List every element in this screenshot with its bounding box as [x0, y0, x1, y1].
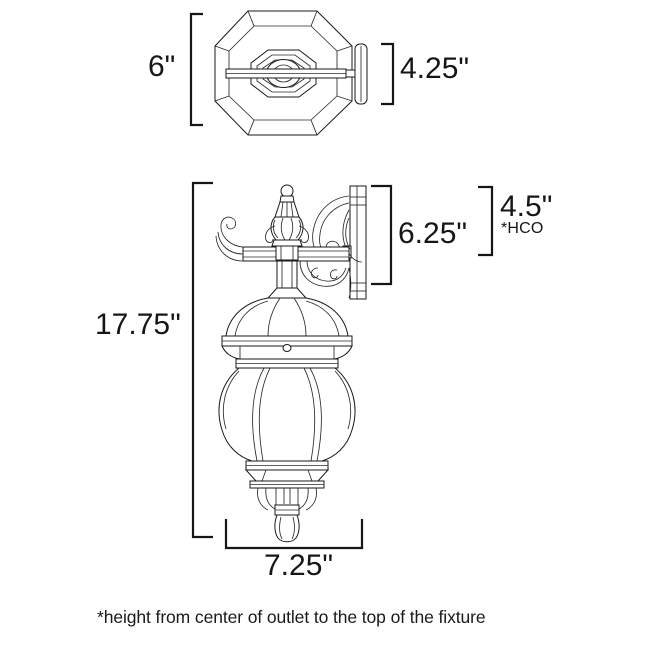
dimension-label-45in: 4.5"	[500, 190, 553, 223]
lower-scrolls	[299, 260, 352, 299]
bottom-scroll-legs	[257, 487, 317, 543]
lantern-base-ring	[244, 460, 330, 489]
dimension-bracket-6in	[189, 12, 203, 127]
dimension-bracket-625in	[371, 184, 393, 286]
lantern-glass-body	[218, 367, 356, 462]
dimension-bracket-725in	[224, 519, 364, 550]
dimension-bracket-45in-hco	[478, 185, 494, 257]
dimension-label-625in: 6.25"	[398, 217, 468, 250]
top-finial	[265, 184, 309, 261]
dimension-label-1775in: 17.75"	[95, 308, 181, 341]
dimension-label-725in: 7.25"	[264, 549, 334, 582]
wall-backplate	[342, 185, 367, 300]
dimension-label-425in: 4.25"	[400, 52, 470, 85]
stem	[266, 260, 308, 299]
dimension-label-6in: 6"	[148, 50, 176, 83]
dimension-bracket-1775in	[191, 181, 213, 539]
dimension-bracket-425in	[381, 42, 395, 106]
lantern-cap	[221, 297, 353, 369]
top-view-octagon-lantern	[214, 10, 368, 136]
hco-abbreviation-label: *HCO	[501, 220, 544, 237]
side-view-wall-lantern	[215, 184, 367, 543]
footnote-text: *height from center of outlet to the top…	[97, 607, 486, 627]
